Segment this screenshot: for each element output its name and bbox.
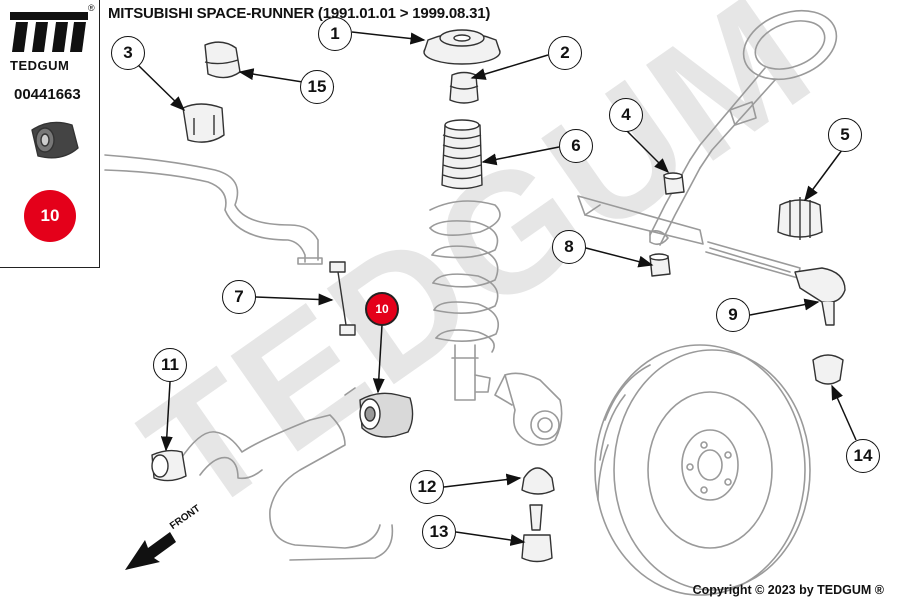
- callout-11: 11: [153, 348, 187, 382]
- callout-10: 10: [365, 292, 399, 326]
- part-number: 00441663: [14, 86, 81, 103]
- page-title: MITSUBISHI SPACE-RUNNER (1991.01.01 > 19…: [108, 5, 491, 22]
- brand-name: TEDGUM: [10, 58, 70, 73]
- callout-5: 5: [828, 118, 862, 152]
- copyright-text: Copyright © 2023 by TEDGUM ®: [692, 583, 884, 597]
- callout-15: 15: [300, 70, 334, 104]
- product-panel: ® TEDGUM 00441663 10: [0, 0, 100, 268]
- callout-7: 7: [222, 280, 256, 314]
- callout-8: 8: [552, 230, 586, 264]
- callout-14: 14: [846, 439, 880, 473]
- callout-2: 2: [548, 36, 582, 70]
- callout-13: 13: [422, 515, 456, 549]
- highlight-badge: 10: [24, 190, 76, 242]
- front-arrow-icon: [125, 532, 176, 570]
- callout-3: 3: [111, 36, 145, 70]
- callout-4: 4: [609, 98, 643, 132]
- callout-12: 12: [410, 470, 444, 504]
- callout-1: 1: [318, 17, 352, 51]
- tedgum-logo: [10, 12, 88, 52]
- callout-6: 6: [559, 129, 593, 163]
- callout-9: 9: [716, 298, 750, 332]
- registered-mark: ®: [88, 3, 95, 13]
